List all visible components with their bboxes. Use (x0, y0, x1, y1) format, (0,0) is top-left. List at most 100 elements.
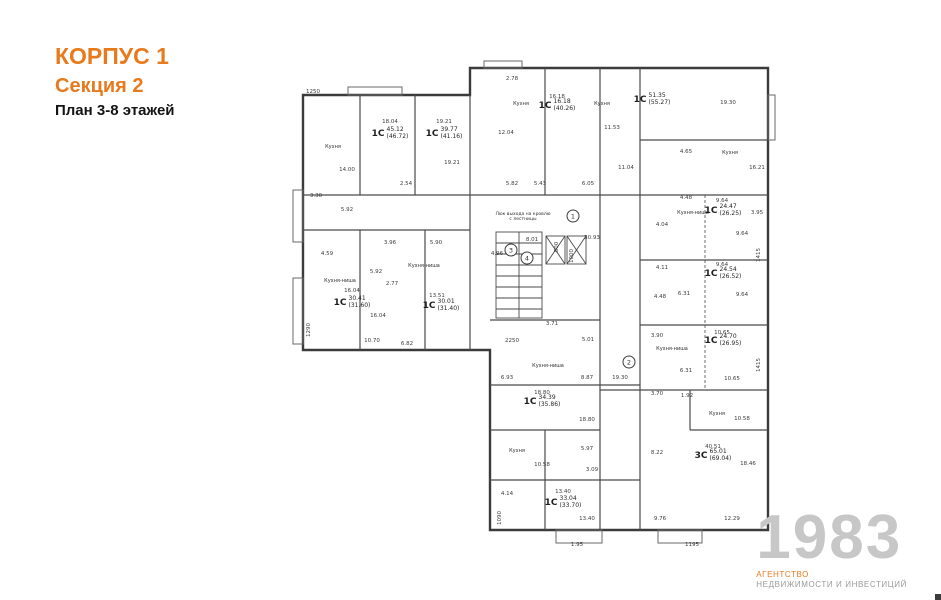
dimension-label: 1.92 (680, 393, 694, 399)
apartment-type: 1С (422, 301, 436, 311)
room-label: Кухня (325, 144, 341, 150)
dimension-label: 10.70 (364, 338, 380, 344)
room-label: Кухня-ниша (656, 346, 688, 352)
dimension-label: 1.95 (570, 542, 584, 548)
apartment-areas: 24.47(26.25) (719, 203, 742, 217)
dimension-label: 6.31 (679, 368, 693, 374)
dimension-label: 4.48 (653, 294, 667, 300)
dimension-label: 14.00 (339, 167, 355, 173)
logo-subtitle-line1: АГЕНТСТВО (756, 570, 810, 579)
dimension-label: 30.93 (584, 235, 600, 241)
dimension-label: 13.40 (555, 489, 571, 495)
section-title: Секция 2 (55, 74, 144, 97)
dimension-label: 5.92 (340, 207, 354, 213)
dimension-label: 3.95 (750, 210, 764, 216)
dimension-label: 2.54 (399, 181, 413, 187)
dimension-label: 6.93 (500, 375, 514, 381)
dimension-label: 1290 (306, 323, 312, 337)
dimension-label: 12.04 (498, 130, 514, 136)
room-label: Кухня (722, 150, 738, 156)
dimension-label: 6.05 (581, 181, 595, 187)
dimension-label: 13.40 (579, 516, 595, 522)
dimension-label: 3.96 (383, 240, 397, 246)
dimension-label: 9.64 (735, 231, 749, 237)
apartment-type: 1С (333, 298, 347, 308)
dimension-label: 6.31 (677, 291, 691, 297)
dimension-label: 16.21 (749, 165, 765, 171)
dimension-label: 2.78 (505, 76, 519, 82)
room-label: Кухня-ниша (532, 363, 564, 369)
dimension-label: 5.43 (533, 181, 547, 187)
dimension-label: 800 (554, 241, 560, 253)
dimension-label: 8.01 (525, 237, 539, 243)
dimension-label: 3.30 (309, 193, 323, 199)
apartment-type: 1С (704, 206, 718, 216)
apartment-areas: 34.39(35.86) (538, 394, 561, 408)
dimension-label: 4.14 (500, 491, 514, 497)
logo-1983: 1983 (756, 503, 903, 573)
apartment-areas: 51.35(55.27) (648, 92, 671, 106)
apartment-areas: 39.77(41.16) (440, 126, 463, 140)
dimension-label: 19.21 (436, 119, 452, 125)
dimension-label: 12.29 (724, 516, 740, 522)
apartment-type: 1С (425, 129, 439, 139)
room-label: Кухня (509, 448, 525, 454)
dimension-label: 5.92 (369, 269, 383, 275)
dimension-label: 11.53 (604, 125, 620, 131)
dimension-label: 1415 (756, 248, 762, 262)
apartment-type: 1С (704, 336, 718, 346)
dimension-label: 4.04 (655, 222, 669, 228)
corner-mark (935, 594, 941, 600)
dimension-label: 19.30 (720, 100, 736, 106)
apartment-type: 1С (704, 269, 718, 279)
dimension-label: 8.22 (650, 450, 664, 456)
apartment-type: 1С (544, 498, 558, 508)
dimension-label: 4.11 (655, 265, 669, 271)
agency-logo: 1983 АГЕНТСТВО НЕДВИЖИМОСТИ И ИНВЕСТИЦИЙ (756, 503, 907, 590)
dimension-label: 16.04 (370, 313, 386, 319)
apartment-areas: 24.54(26.52) (719, 266, 742, 280)
apartment-areas: 45.12(46.72) (386, 126, 409, 140)
dimension-label: 3.09 (585, 467, 599, 473)
dimension-label: 9.64 (715, 262, 729, 268)
logo-subtitle-line2: НЕДВИЖИМОСТИ И ИНВЕСТИЦИЙ (756, 580, 907, 589)
apartment-type: 1С (633, 95, 647, 105)
dimension-label: 16.18 (549, 94, 565, 100)
room-label: Кухня-ниша (324, 278, 356, 284)
dimension-label: 10.65 (724, 376, 740, 382)
dimension-label: 5.97 (580, 446, 594, 452)
dimension-label: 18.46 (740, 461, 756, 467)
room-label: Кухня (513, 101, 529, 107)
room-label: Кухня-ниша (408, 263, 440, 269)
logo-subtitle: АГЕНТСТВО НЕДВИЖИМОСТИ И ИНВЕСТИЦИЙ (756, 570, 907, 590)
dimension-label: 10.65 (714, 330, 730, 336)
unit-number-marker: 3 (504, 243, 518, 257)
dimension-label: 10.58 (534, 462, 550, 468)
apartment-areas: 65.01(69.04) (709, 448, 732, 462)
plan-note: Люк выхода на кровлю с лестницы (495, 211, 551, 222)
room-label: Кухня (709, 411, 725, 417)
dimension-label: 1195 (685, 542, 699, 548)
room-label: Кухня-ниша (677, 210, 709, 216)
apartment-areas: 24.70(26.95) (719, 333, 742, 347)
title-block: КОРПУС 1 Секция 2 План 3-8 этажей (55, 42, 175, 121)
dimension-label: 11.04 (618, 165, 634, 171)
dimension-label: 18.80 (579, 417, 595, 423)
dimension-label: 18.04 (382, 119, 398, 125)
dimension-label: 2.77 (385, 281, 399, 287)
apartment-areas: 30.01(31.40) (437, 298, 460, 312)
dimension-label: 9.64 (735, 292, 749, 298)
dimension-label: 13.51 (429, 293, 445, 299)
apartment-areas: 33.04(33.70) (559, 495, 582, 509)
dimension-label: 18.80 (534, 390, 550, 396)
dimension-label: 6.82 (400, 341, 414, 347)
